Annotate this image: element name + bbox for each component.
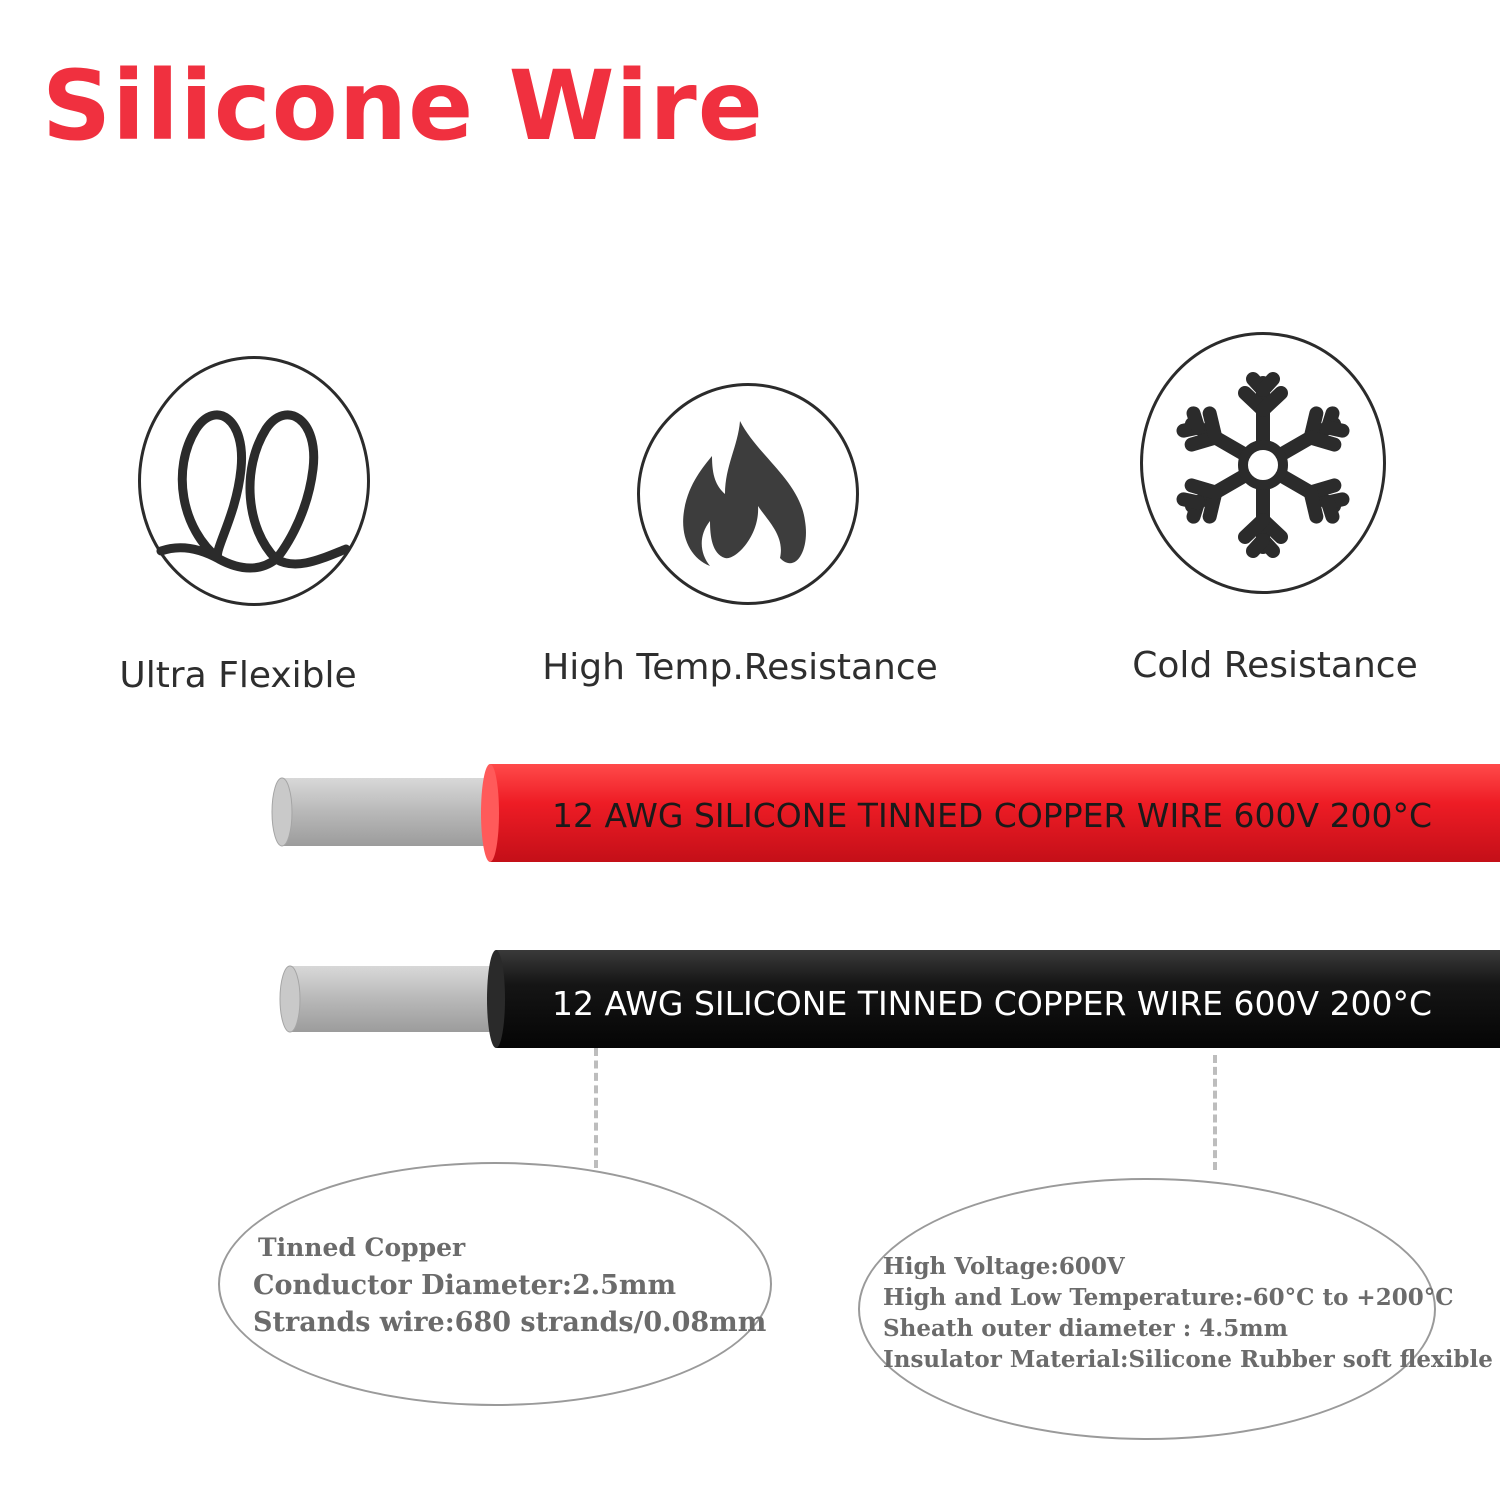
conductor-spec-callout <box>218 1162 772 1406</box>
spec-line: Strands wire:680 strands/0.08mm <box>253 1307 767 1338</box>
coil-icon <box>138 356 370 606</box>
spec-line: Tinned Copper <box>258 1233 466 1262</box>
wire-print-text: 12 AWG SILICONE TINNED COPPER WIRE 600V … <box>552 796 1433 835</box>
feature-label: Cold Resistance <box>1132 645 1418 686</box>
spec-line: High Voltage:600V <box>883 1253 1125 1280</box>
page-title: Silicone Wire <box>42 50 764 162</box>
spec-line: Insulator Material:Silicone Rubber soft … <box>883 1346 1493 1373</box>
feature-label: High Temp.Resistance <box>542 647 938 688</box>
feature-label: Ultra Flexible <box>119 655 357 696</box>
spec-line: Sheath outer diameter : 4.5mm <box>883 1315 1288 1342</box>
insulation-leader-line <box>1213 1055 1217 1170</box>
insulation-spec-callout <box>858 1178 1436 1440</box>
spec-line: Conductor Diameter:2.5mm <box>253 1270 677 1301</box>
snowflake-icon <box>1140 332 1386 594</box>
wire-print-text: 12 AWG SILICONE TINNED COPPER WIRE 600V … <box>552 984 1433 1023</box>
spec-line: High and Low Temperature:-60°C to +200°C <box>883 1284 1454 1311</box>
conductor-leader-line <box>594 1048 598 1168</box>
flame-icon <box>637 383 859 605</box>
